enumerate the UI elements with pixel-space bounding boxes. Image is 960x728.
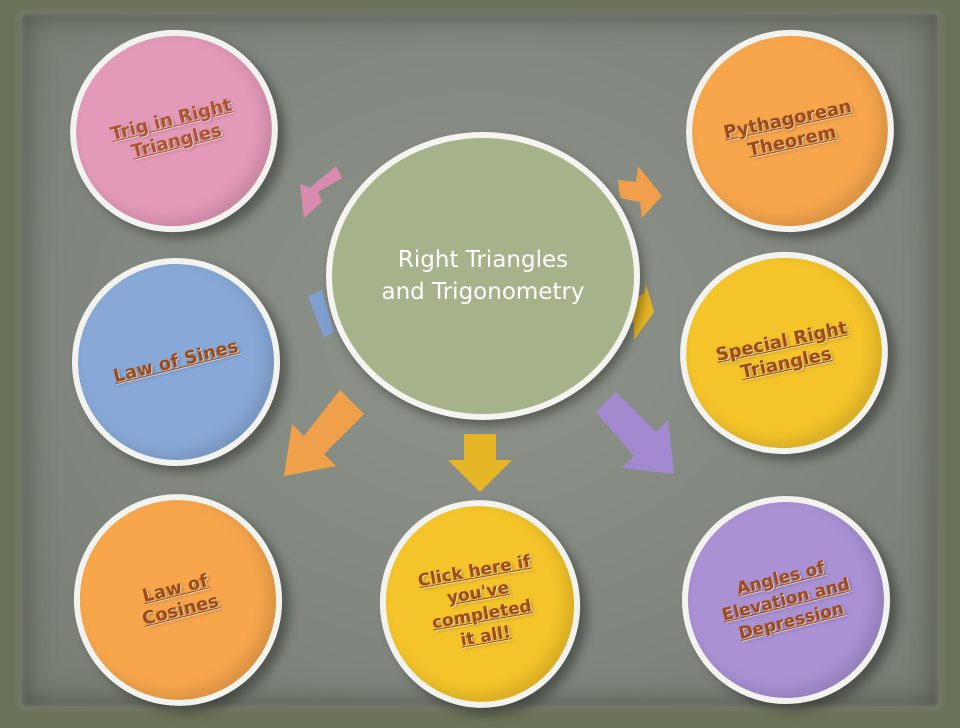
arrow-to-pythagorean-icon xyxy=(618,166,662,218)
arrow-to-trig-icon xyxy=(300,166,342,218)
topic-law-of-sines-link[interactable]: Law of Sines xyxy=(111,335,241,388)
topic-special-right-triangles-link[interactable]: Special Right Triangles xyxy=(713,317,850,384)
arrow-to-angles-icon xyxy=(596,392,674,474)
arrow-to-completed-icon xyxy=(448,434,512,492)
arrow-to-sines-icon xyxy=(308,290,334,338)
arrow-to-cosines-icon xyxy=(284,390,364,476)
topic-law-of-cosines-link[interactable]: Law of Cosines xyxy=(140,570,222,630)
main-topic-title: Right Triangles and Trigonometry xyxy=(381,247,585,305)
topic-angles-elevation-depression-link[interactable]: Angles of Elevation and Depression xyxy=(720,558,852,645)
topic-completed-all-link[interactable]: Click here if you've completed it all! xyxy=(416,551,534,651)
topic-trig-right-triangles-link[interactable]: Trig in Right Triangles xyxy=(108,94,234,163)
topic-pythagorean-theorem-link[interactable]: Pythagorean Theorem xyxy=(721,95,854,161)
main-topic-circle: Right Triangles and Trigonometry xyxy=(326,132,640,420)
